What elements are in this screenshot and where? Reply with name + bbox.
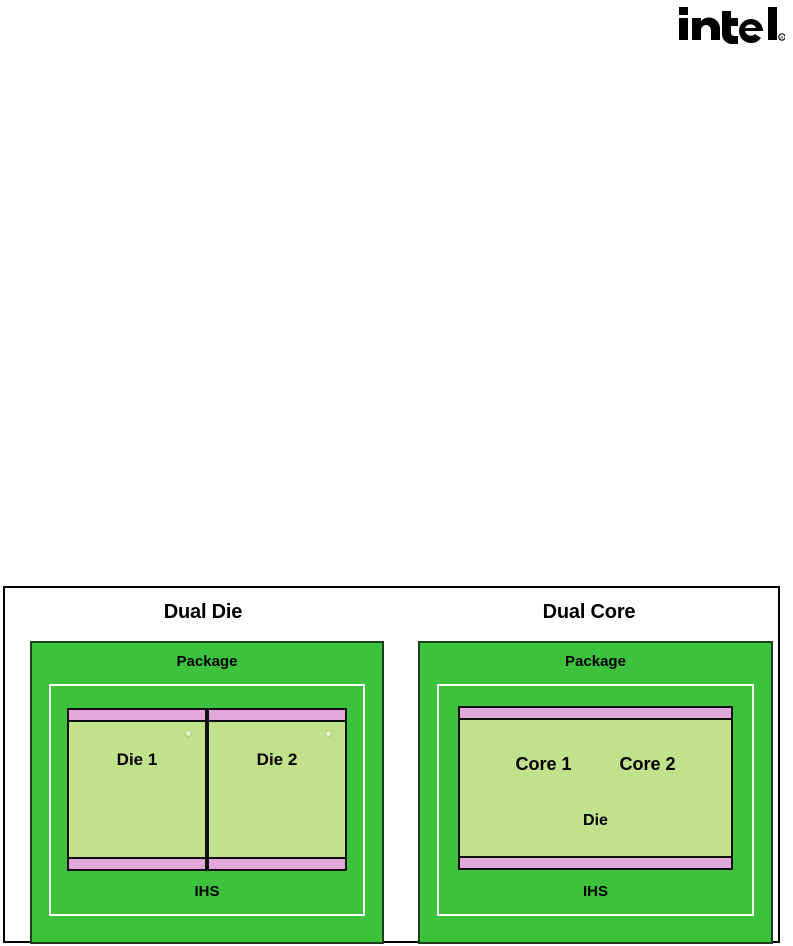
- ihs-box: Die 1 Die 2 IHS: [49, 684, 365, 916]
- die-marker-dot-icon: [185, 730, 192, 737]
- solder-bar-bottom-icon: [460, 856, 731, 868]
- die-row: Core 1 Core 2 Die: [458, 706, 733, 870]
- ihs-label: IHS: [582, 883, 608, 900]
- ihs-label: IHS: [194, 883, 220, 900]
- package-label: Package: [565, 653, 626, 670]
- core-label-row: Core 1 Core 2: [460, 754, 731, 775]
- die-label: Die: [583, 812, 608, 829]
- die-block-2: Die 2: [207, 708, 347, 871]
- package-box-dual-core: Package Core 1 Core 2 Die IHS: [418, 641, 773, 944]
- die-block-single: Core 1 Core 2 Die: [458, 706, 733, 870]
- die-marker-dot-icon: [325, 730, 332, 737]
- ihs-box: Core 1 Core 2 Die IHS: [437, 684, 754, 916]
- solder-bar-top-icon: [209, 710, 345, 722]
- die-row: Die 1 Die 2: [67, 708, 347, 871]
- die-block-1: Die 1: [67, 708, 207, 871]
- core-label-2: Core 2: [619, 754, 676, 774]
- solder-bar-top-icon: [69, 710, 205, 722]
- diagram-frame: Dual Die Package Die 1 Die 2: [3, 586, 780, 944]
- solder-bar-bottom-icon: [69, 857, 205, 869]
- die-label-1: Die 1: [116, 750, 158, 769]
- panel-dual-die: Dual Die Package Die 1 Die 2: [13, 588, 393, 944]
- package-label: Package: [176, 653, 238, 670]
- panel-title-dual-core: Dual Core: [542, 601, 636, 623]
- die-label-2: Die 2: [256, 750, 298, 769]
- solder-bar-top-icon: [460, 708, 731, 720]
- svg-text:R: R: [780, 35, 783, 40]
- intel-logo: R: [675, 2, 785, 44]
- panel-dual-core: Dual Core Package Core 1 Core 2 Die: [399, 588, 779, 944]
- panel-title-dual-die: Dual Die: [163, 601, 243, 623]
- solder-bar-bottom-icon: [209, 857, 345, 869]
- core-label-1: Core 1: [515, 754, 572, 774]
- package-box-dual-die: Package Die 1 Die 2: [30, 641, 384, 944]
